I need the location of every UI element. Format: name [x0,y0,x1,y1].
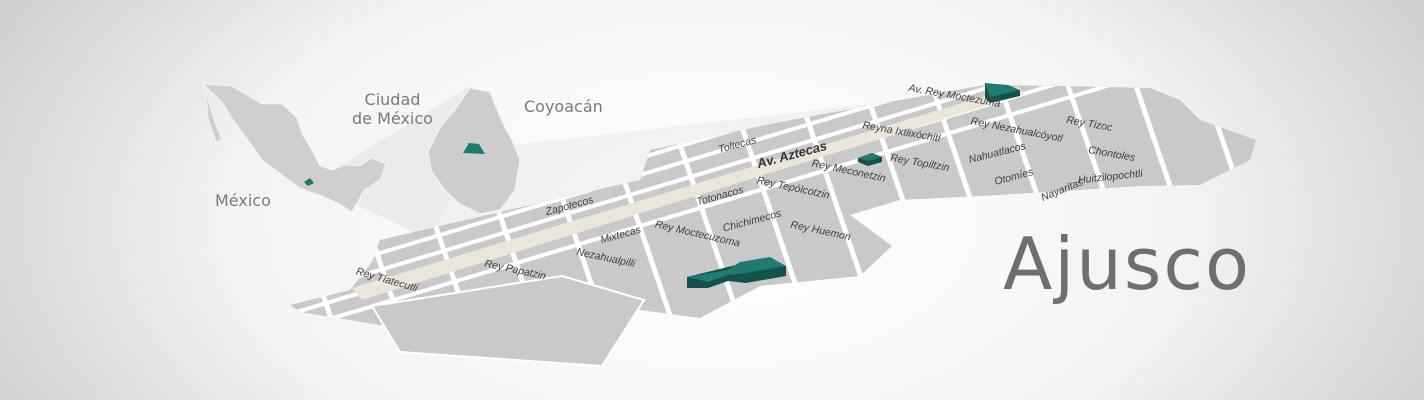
label-city-line1: Ciudad [364,90,421,109]
highlight-lot-north [985,83,1020,103]
mexico-outline [201,83,387,213]
cdmx-marker [304,178,314,186]
street-line [292,85,1128,325]
highlight-lot-center [858,153,882,166]
label-coyoacan: Coyoacán [524,97,603,116]
label-ciudad-de-mexico: Ciudad de México [352,90,433,128]
neighborhood-title: Ajusco [1003,222,1252,306]
street-line [290,85,1014,302]
large-lot [370,274,646,368]
label-city-line2: de México [352,109,433,128]
label-mexico: México [215,191,271,210]
avenue-aztecas [352,86,1024,300]
coyoacan-highlight [463,143,485,154]
highlight-lot-south [687,257,786,288]
street-line [290,85,334,98]
